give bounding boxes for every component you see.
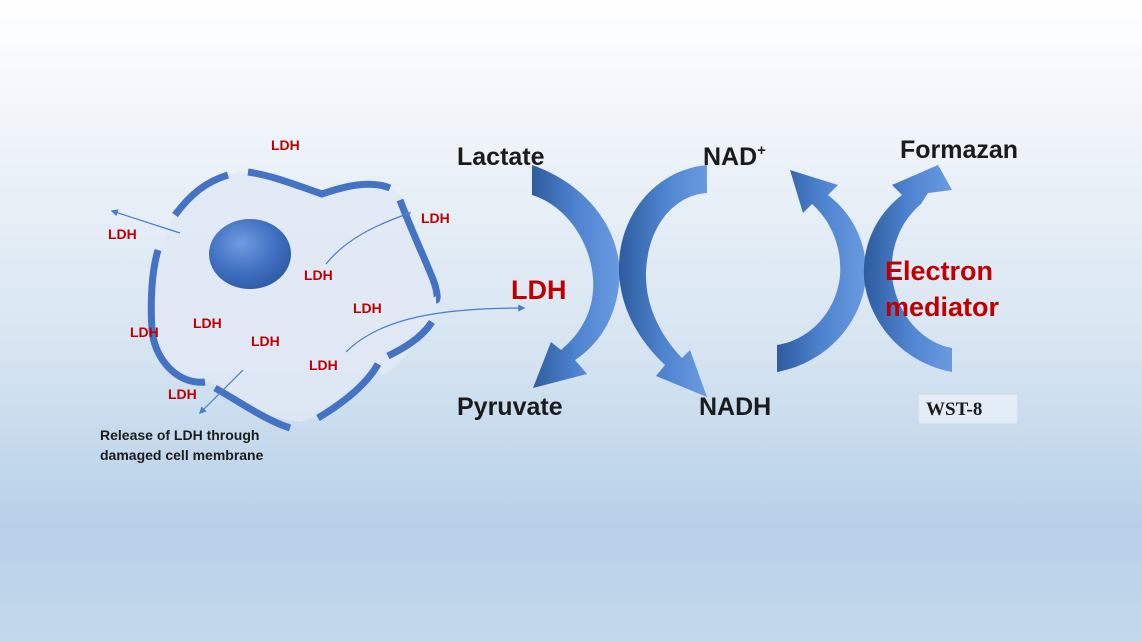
leak-arrow-upper-left bbox=[110, 209, 181, 234]
cell-caption: Release of LDH through damaged cell memb… bbox=[100, 425, 263, 465]
ldh-label-inner-4: LDH bbox=[251, 333, 280, 349]
leak-arrow-to-reaction bbox=[345, 304, 526, 353]
nad-superscript: + bbox=[757, 142, 766, 159]
leak-arrow-lower-left bbox=[198, 369, 244, 415]
arrow-nadh-to-nad bbox=[777, 170, 867, 372]
ldh-label-membrane-left: LDH bbox=[130, 324, 159, 340]
mediator-line1: Electron bbox=[885, 256, 994, 286]
wst8-box bbox=[917, 393, 1019, 425]
wst8-label: WST-8 bbox=[926, 399, 983, 420]
nad-label: NAD+ bbox=[703, 143, 766, 170]
ldh-label-inner-2: LDH bbox=[353, 300, 382, 316]
cell-nucleus bbox=[209, 219, 291, 289]
lactate-label: Lactate bbox=[457, 143, 545, 171]
ldh-label-inner-3: LDH bbox=[193, 315, 222, 331]
ldh-label-outside-right: LDH bbox=[421, 210, 450, 226]
nad-text: NAD bbox=[703, 143, 758, 171]
ldh-label-outside-left: LDH bbox=[108, 226, 137, 242]
enzyme-ldh-label: LDH bbox=[511, 275, 567, 305]
formazan-label: Formazan bbox=[900, 136, 1019, 164]
nadh-label: NADH bbox=[699, 393, 772, 421]
cell-caption-line1: Release of LDH through bbox=[100, 427, 260, 443]
ldh-release-arrows bbox=[110, 209, 526, 415]
cell-caption-line2: damaged cell membrane bbox=[100, 447, 264, 463]
ldh-label-inner-1: LDH bbox=[304, 267, 333, 283]
electron-mediator-label: Electron mediator bbox=[885, 253, 999, 325]
ldh-label-inner-5: LDH bbox=[309, 357, 338, 373]
arrow-wst-to-formazan bbox=[863, 165, 952, 372]
mediator-line2: mediator bbox=[885, 292, 1000, 322]
ldh-label-outside-bottom: LDH bbox=[168, 386, 197, 402]
leak-arrow-upper-right bbox=[325, 211, 412, 265]
cell-membrane bbox=[147, 168, 441, 432]
arrow-nad-to-nadh bbox=[618, 165, 707, 397]
ldh-label-top: LDH bbox=[271, 137, 300, 153]
arrow-lactate-to-pyruvate bbox=[532, 165, 620, 388]
pyruvate-label: Pyruvate bbox=[457, 393, 563, 421]
